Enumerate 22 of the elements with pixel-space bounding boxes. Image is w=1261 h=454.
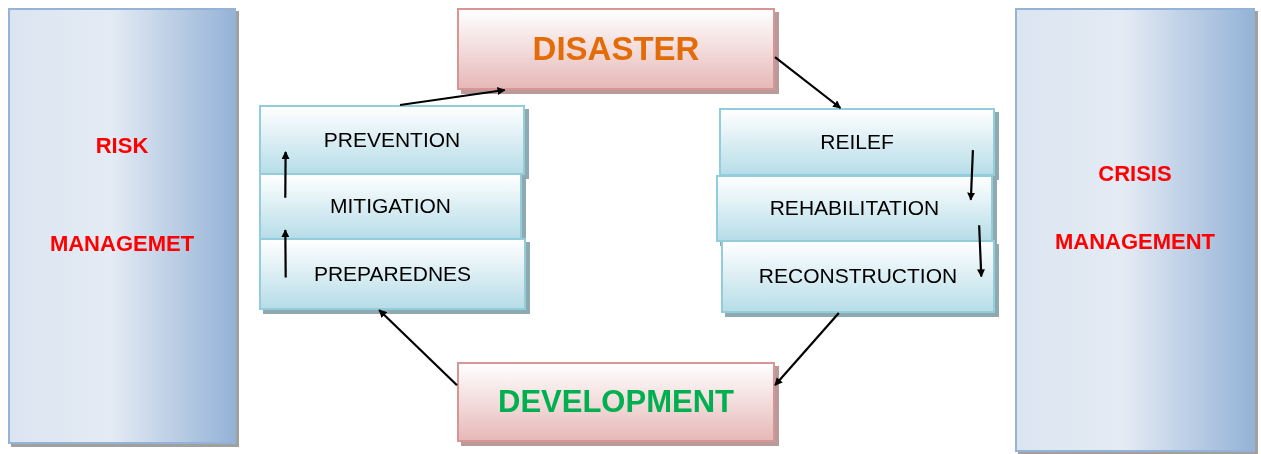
box-label: PREVENTION [323, 126, 461, 153]
arrow [967, 150, 976, 201]
arrow [774, 56, 842, 109]
arrow [399, 87, 506, 107]
arrow [281, 229, 290, 278]
arrow [774, 312, 840, 386]
box-label: CRISIS [1098, 160, 1172, 188]
arrow [977, 225, 985, 278]
side-panel [8, 8, 236, 444]
box-label: MANAGEMET [49, 229, 195, 257]
box-label: DISASTER [532, 29, 700, 70]
box-label: MITIGATION [330, 193, 451, 220]
arrow [378, 309, 458, 386]
box-label: DEVELOPMENT [498, 382, 734, 421]
box-label: REILEF [820, 128, 894, 155]
box-label: PREPAREDNES [313, 260, 472, 287]
box-label: RISK [95, 132, 149, 160]
box-label: REHABILITATION [769, 195, 940, 222]
side-panel [1015, 8, 1255, 452]
box-label: MANAGEMENT [1054, 227, 1216, 255]
arrow [281, 151, 290, 198]
box-label: RECONSTRUCTION [758, 263, 958, 290]
